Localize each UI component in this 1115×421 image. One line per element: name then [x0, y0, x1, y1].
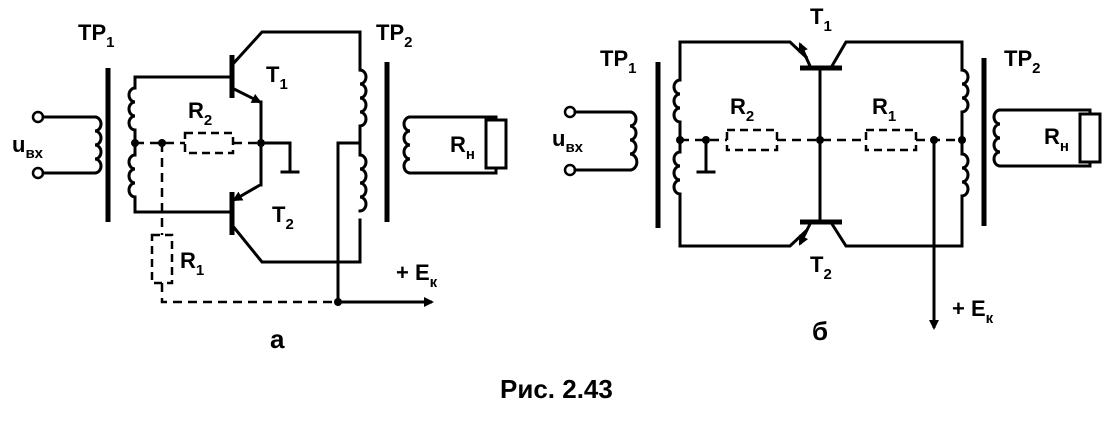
label-r2-a: R2 — [188, 98, 212, 129]
label-t1-a: T1 — [266, 62, 288, 93]
tr2-primary-winding-a — [358, 68, 368, 213]
label-circuit-a: а — [270, 324, 285, 354]
tr2-secondary-winding-a — [402, 115, 412, 175]
circuit-a: TP1 TP2 T1 T2 R2 R1 Rн uвх + Eк а — [12, 20, 508, 354]
label-t2-a: T2 — [272, 202, 294, 233]
label-ek-b: + Eк — [952, 296, 994, 327]
label-t2-b: T2 — [810, 252, 832, 283]
label-r1-b: R1 — [872, 94, 896, 125]
load-resistor-a — [484, 118, 508, 170]
tr1-secondary-winding-a — [127, 75, 137, 214]
transistor-t2-a — [229, 141, 362, 264]
input-terminals-a — [31, 110, 97, 180]
transistor-t1-a — [229, 30, 362, 145]
label-tr1-a: TP1 — [78, 20, 114, 51]
tr2-primary-winding-b — [960, 68, 970, 214]
label-tr1-b: TP1 — [600, 46, 636, 77]
label-r1-a: R1 — [180, 248, 204, 279]
resistor-r2-b — [725, 128, 779, 152]
label-circuit-b: б — [812, 316, 828, 346]
label-uin-a: uвх — [12, 132, 44, 162]
transistor-t1-b — [798, 40, 964, 72]
figure-caption: Рис. 2.43 — [500, 374, 613, 404]
input-terminals-b — [563, 105, 632, 177]
resistor-r1-a — [150, 233, 174, 285]
label-r2-b: R2 — [730, 94, 754, 125]
label-rload-a: Rн — [450, 132, 475, 163]
label-tr2-b: TP2 — [1004, 46, 1040, 77]
circuit-b: TP1 TP2 T1 T2 R2 R1 Rн uвх + Eк б — [552, 4, 1102, 346]
label-ek-a: + Eк — [396, 260, 438, 291]
tr2-secondary-winding-b — [992, 108, 1002, 168]
tr1-primary-winding-a — [93, 115, 103, 175]
label-tr2-a: TP2 — [376, 20, 412, 51]
label-rload-b: Rн — [1044, 124, 1069, 155]
label-uin-b: uвх — [552, 126, 584, 156]
load-resistor-b — [1078, 112, 1102, 164]
label-t1-b: T1 — [810, 4, 832, 35]
resistor-r2-a — [183, 131, 235, 155]
resistor-r1-b — [864, 128, 918, 152]
tr1-primary-winding-b — [628, 110, 639, 172]
tr1-secondary-winding-b — [672, 40, 682, 248]
transistor-t2-b — [798, 210, 964, 248]
